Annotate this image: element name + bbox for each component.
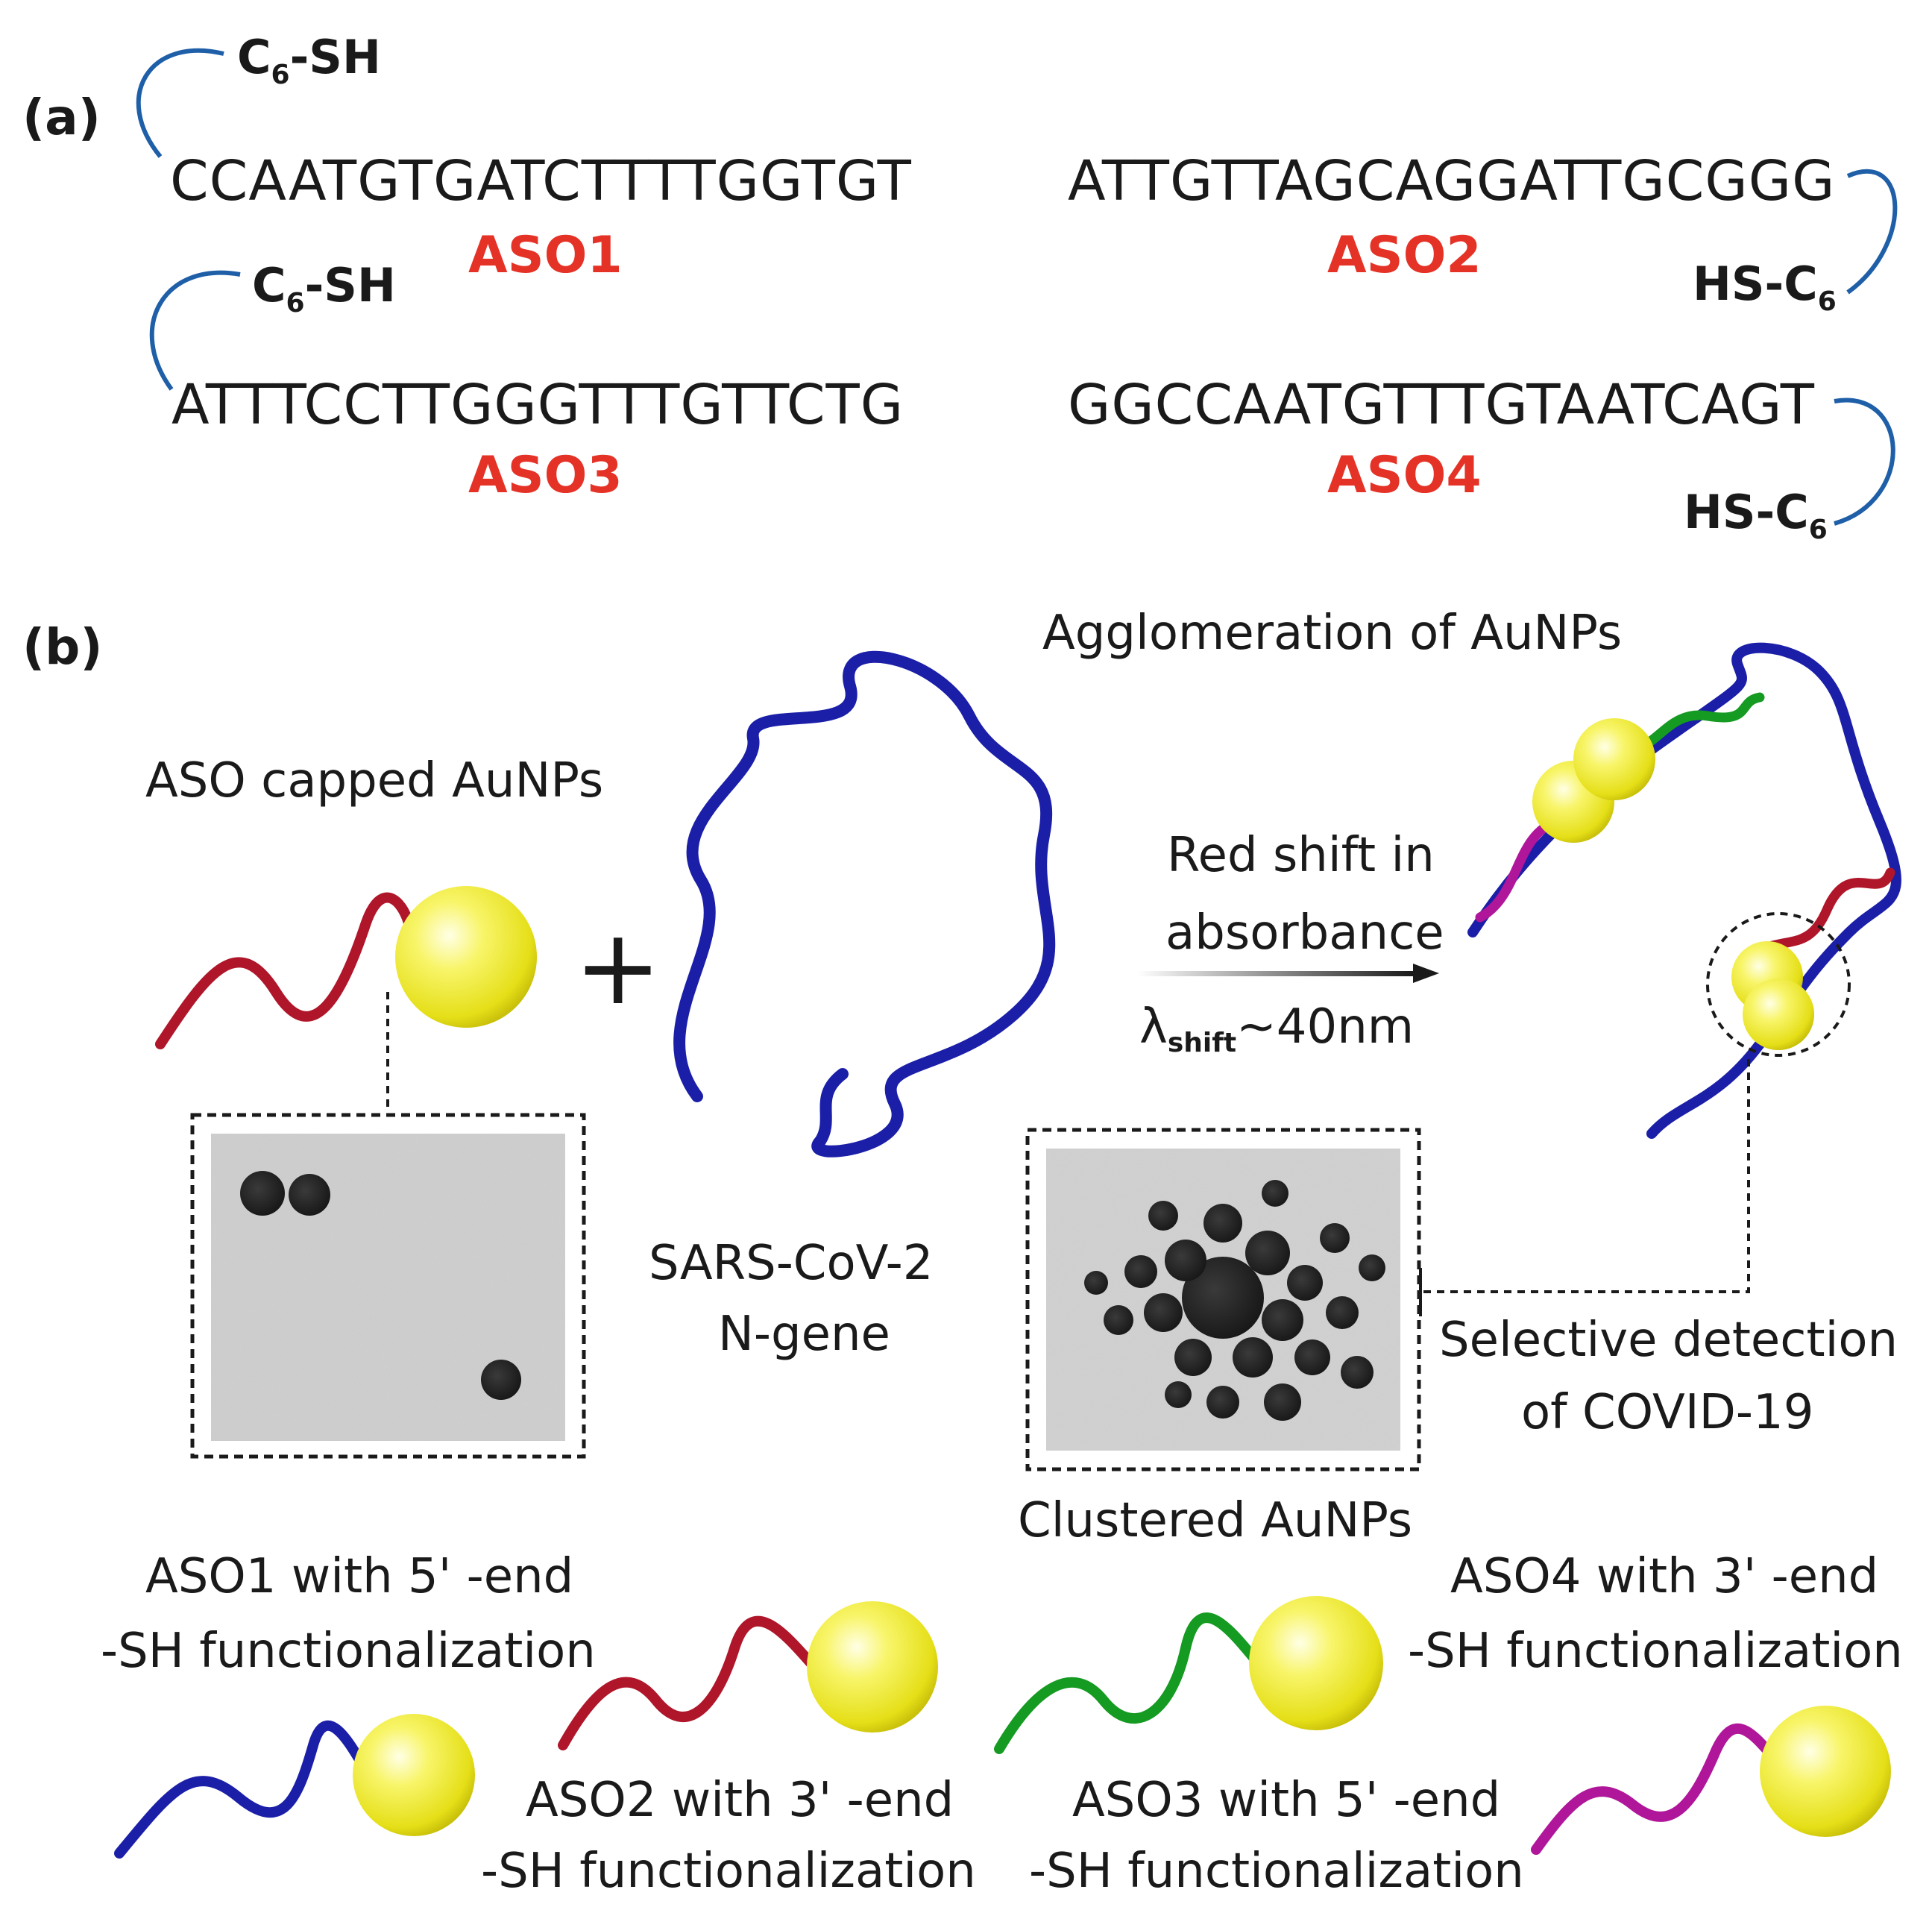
nanoparticle-dot	[240, 1171, 285, 1216]
nanoparticle-dot	[289, 1174, 330, 1216]
highlight-circle	[1706, 912, 1851, 1057]
detection-label-line1: Selective detection	[1439, 1313, 1898, 1368]
aso1-strand-blue	[114, 1720, 374, 1859]
aso4-sequence: GGCCAATGTTTGTAATCAGT	[1068, 373, 1815, 437]
aso2-linker-label: HS-C6	[1693, 257, 1837, 317]
reaction-arrow-head	[1413, 964, 1439, 983]
aso2-strand-red	[558, 1615, 829, 1750]
aso3-sequence: ATTTCCTTGGGTTTGTTCTG	[172, 373, 904, 437]
aso1-name: ASO1	[468, 226, 623, 285]
aso4-linker-curve	[1834, 398, 1895, 526]
arrow-label-line2: absorbance	[1165, 905, 1444, 961]
aso3-func-line2: -SH functionalization	[1029, 1844, 1524, 1899]
nanoparticle-dot	[481, 1360, 521, 1400]
gold-nanoparticle	[1760, 1706, 1891, 1837]
aso2-func-line2: -SH functionalization	[481, 1844, 976, 1899]
aso3-name: ASO3	[468, 446, 623, 505]
gold-nanoparticle	[1249, 1596, 1383, 1730]
aso2-func-line1: ASO2 with 3' -end	[526, 1773, 954, 1828]
target-label-line1: SARS-CoV-2	[649, 1236, 933, 1291]
aso-capped-label: ASO capped AuNPs	[145, 753, 603, 808]
tem-frame-clustered	[1025, 1128, 1421, 1471]
target-label-line2: N-gene	[718, 1307, 890, 1362]
aso3-linker-curve	[149, 270, 241, 391]
aso1-linker-label: C6-SH	[237, 30, 381, 90]
aso4-func-line2: -SH functionalization	[1408, 1624, 1903, 1679]
aso1-sequence: CCAATGTGATCTTTTGGTGT	[170, 149, 912, 213]
aso3-strand-green	[994, 1612, 1273, 1754]
target-rna-strand	[673, 650, 1056, 1157]
gold-nanoparticle	[807, 1601, 938, 1733]
gold-nanoparticle	[1573, 718, 1655, 800]
callout-line-right	[1423, 1059, 1750, 1293]
aso2-linker-curve	[1846, 169, 1898, 295]
target-rna-strand-end	[814, 1068, 849, 1147]
panel-b-label: (b)	[22, 618, 103, 676]
arrow-label-line1: Red shift in	[1167, 828, 1435, 883]
aso1-func-line1: ASO1 with 5' -end	[145, 1549, 573, 1604]
clustered-label: Clustered AuNPs	[1018, 1493, 1412, 1548]
aso4-linker-label: HS-C6	[1684, 485, 1828, 545]
nanoparticle-cluster	[1084, 1180, 1385, 1421]
detection-label-line2: of COVID-19	[1521, 1385, 1813, 1440]
aso3-func-line1: ASO3 with 5' -end	[1072, 1773, 1500, 1828]
aso4-name: ASO4	[1327, 446, 1482, 505]
tem-frame-dispersed	[190, 1113, 586, 1459]
plus-sign: +	[574, 907, 661, 1028]
aso3-linker-label: C6-SH	[252, 258, 396, 318]
aso1-func-line2: -SH functionalization	[101, 1624, 596, 1679]
aso1-linker-curve	[136, 48, 224, 158]
aso4-func-line1: ASO4 with 3' -end	[1450, 1549, 1878, 1604]
aso4-strand-magenta	[1531, 1723, 1795, 1855]
aso2-name: ASO2	[1327, 226, 1482, 285]
agglomeration-label: Agglomeration of AuNPs	[1042, 606, 1622, 661]
aso-strand-red	[155, 892, 417, 1049]
gold-nanoparticle	[395, 886, 537, 1028]
reaction-arrow-shaft	[1137, 971, 1413, 976]
panel-a-label: (a)	[22, 89, 101, 146]
lambda-shift-label: λshift~40nm	[1139, 999, 1414, 1058]
aso2-sequence: ATTGTTAGCAGGATTGCGGG	[1068, 149, 1835, 213]
gold-nanoparticle	[353, 1714, 475, 1836]
gold-nanoparticle	[1743, 979, 1814, 1050]
